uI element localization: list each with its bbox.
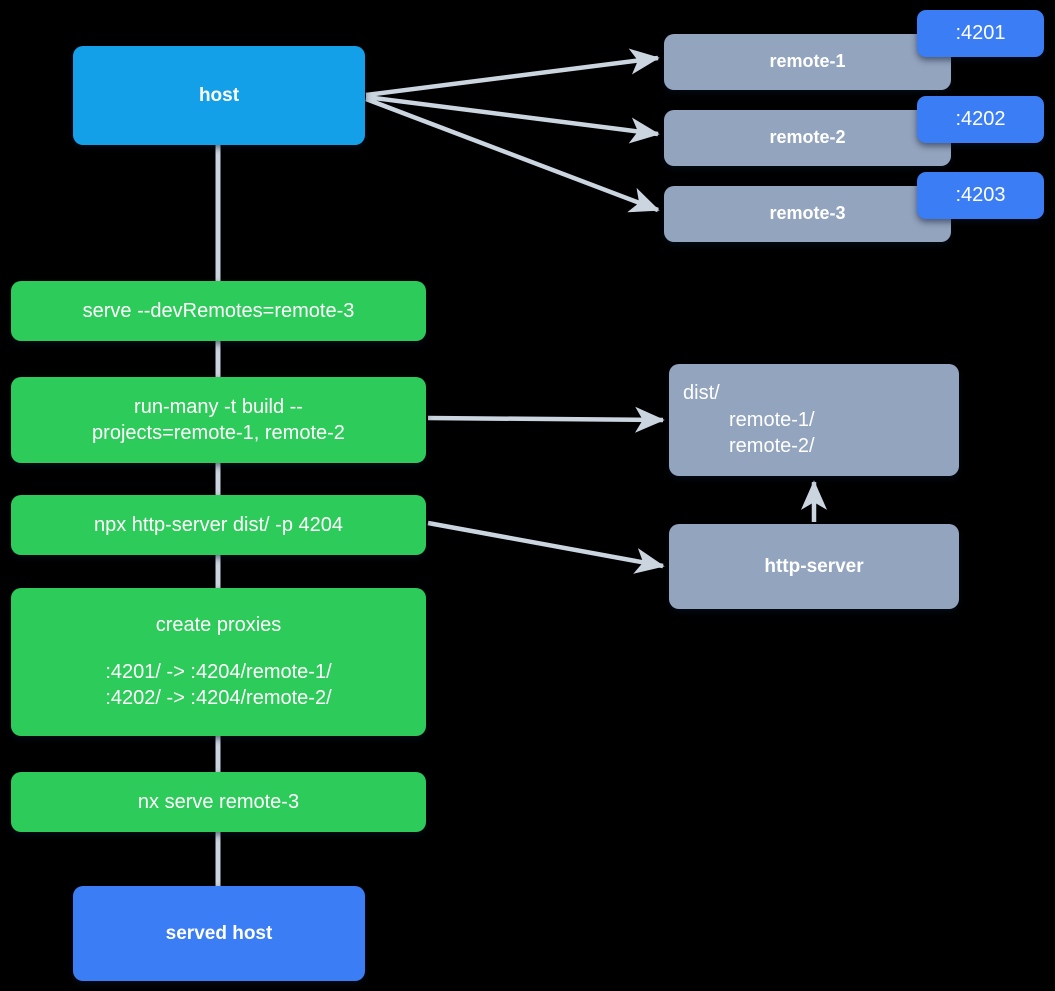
port-badge-remote-2-label: :4202: [955, 108, 1006, 131]
node-remote-3[interactable]: remote-3: [664, 186, 951, 242]
edge-host-to-remote-2: [365, 94, 660, 144]
node-remote-1-label: remote-1: [769, 51, 846, 72]
command-npx-http-server-line-1: npx http-server dist/ -p 4204: [93, 513, 343, 536]
port-badge-remote-2[interactable]: :4202: [917, 96, 1044, 143]
node-remote-1[interactable]: remote-1: [664, 34, 951, 90]
node-served-host-label: served host: [165, 922, 273, 944]
node-command-npx-http-server[interactable]: npx http-server dist/ -p 4204: [11, 495, 426, 555]
edge-host-to-remote-1: [365, 48, 660, 98]
command-create-proxies-map-2: :4202/ -> :4204/remote-2/: [105, 687, 332, 710]
node-host-label: host: [198, 84, 240, 106]
edge-runmany-to-dist: [427, 406, 665, 433]
dist-child-remote-2: remote-2/: [729, 435, 815, 458]
dist-root-label: dist/: [683, 382, 720, 405]
port-badge-remote-3-label: :4203: [955, 184, 1006, 207]
host-to-remote-edges: [365, 48, 660, 213]
port-badge-remote-1[interactable]: :4201: [917, 10, 1044, 57]
port-badge-remote-3[interactable]: :4203: [917, 172, 1044, 219]
edge-httpsrv-to-http-server: [427, 520, 665, 574]
node-remote-3-label: remote-3: [769, 203, 846, 224]
node-dist-folder[interactable]: dist/ remote-1/ remote-2/: [669, 364, 959, 476]
dist-folder-tree: dist/ remote-1/ remote-2/: [683, 380, 945, 459]
command-create-proxies-title: create proxies: [155, 614, 282, 637]
node-command-serve[interactable]: serve --devRemotes=remote-3: [11, 281, 426, 341]
node-http-server[interactable]: http-server: [669, 524, 959, 609]
port-badge-remote-1-label: :4201: [955, 22, 1006, 45]
command-run-many-line-2: projects=remote-1, remote-2: [92, 422, 345, 444]
node-http-server-label: http-server: [764, 555, 864, 577]
node-remote-2-label: remote-2: [769, 127, 846, 148]
node-remote-2[interactable]: remote-2: [664, 110, 951, 166]
dist-child-remote-1: remote-1/: [729, 408, 815, 431]
command-serve-line-1: serve --devRemotes=remote-3: [82, 299, 355, 322]
edge-host-to-remote-3: [365, 96, 660, 213]
command-run-many-line-1: run-many -t build --: [134, 395, 303, 418]
node-command-create-proxies[interactable]: create proxies :4201/ -> :4204/remote-1/…: [11, 588, 426, 736]
node-command-run-many[interactable]: run-many -t build -- projects=remote-1, …: [11, 377, 426, 463]
node-command-nx-serve-remote-3[interactable]: nx serve remote-3: [11, 772, 426, 832]
node-host[interactable]: host: [73, 46, 365, 145]
command-create-proxies-map-1: :4201/ -> :4204/remote-1/: [105, 660, 332, 683]
node-served-host[interactable]: served host: [73, 886, 365, 981]
command-nx-serve-line-1: nx serve remote-3: [137, 790, 300, 813]
